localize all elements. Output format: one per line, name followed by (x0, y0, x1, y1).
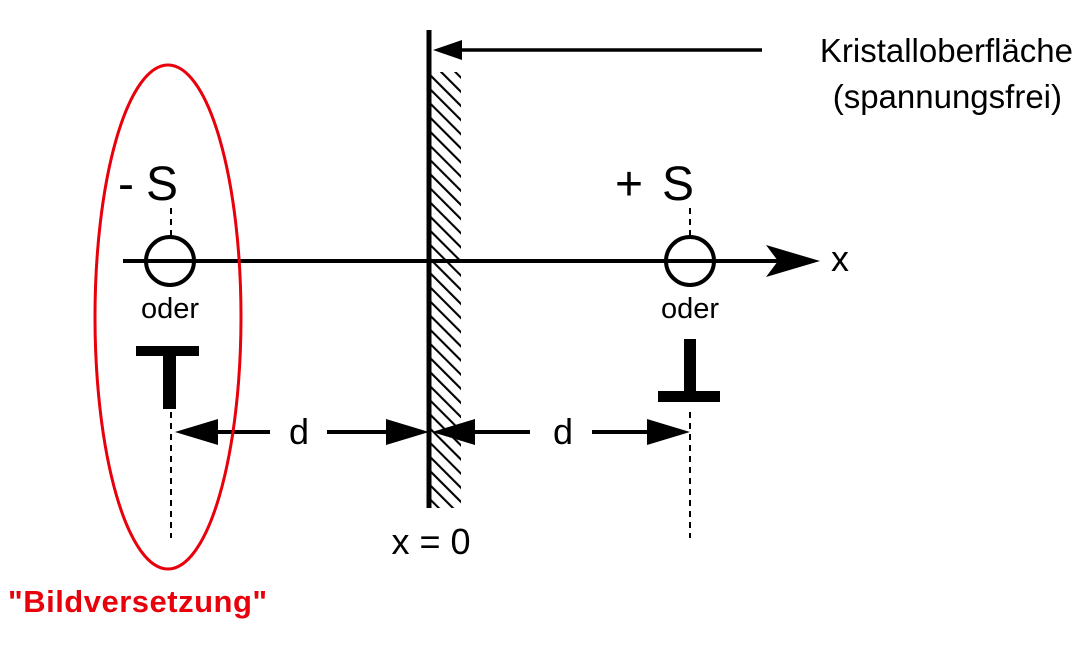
image-dislocation-highlight-ellipse (93, 63, 243, 571)
right-dislocation-symbol-bar (658, 391, 720, 402)
right-distance-arrowhead-left (432, 419, 475, 445)
crystal-hatched-region (430, 72, 461, 508)
right-distance-arrowhead-right (647, 419, 690, 445)
left-source-symbol: S (146, 158, 178, 211)
image-dislocation-caption: "Bildversetzung" (8, 584, 268, 619)
right-circle-marker (664, 235, 716, 287)
x-axis-arrowhead (766, 245, 820, 277)
surface-pointer-arrowhead (433, 40, 462, 60)
x-axis-label: x (831, 238, 849, 279)
left-distance-arrowhead-left (175, 419, 218, 445)
left-circle-marker (144, 235, 196, 287)
right-distance-label: d (553, 411, 573, 452)
left-distance-arrowhead-right (386, 419, 429, 445)
right-or-text: oder (661, 293, 719, 325)
left-sign: - (118, 158, 134, 211)
surface-label-line1: Kristalloberfläche (820, 32, 1073, 69)
right-sign: + (615, 158, 643, 211)
origin-label: x = 0 (391, 521, 470, 562)
surface-label-line2: (spannungsfrei) (833, 78, 1062, 115)
left-dislocation-symbol-stem (163, 346, 176, 409)
left-distance-label: d (289, 411, 309, 452)
right-dislocation-symbol-stem (684, 339, 696, 396)
left-or-text: oder (141, 293, 199, 325)
right-source-symbol: S (662, 158, 694, 211)
